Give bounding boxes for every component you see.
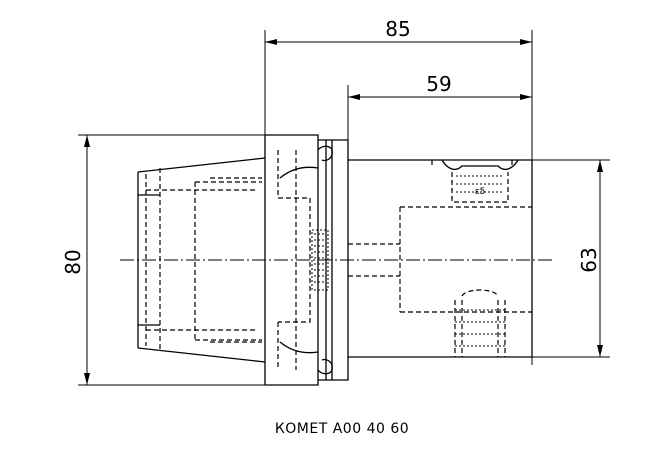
upper-screw: ε5 <box>441 159 519 203</box>
collar <box>265 134 349 386</box>
lower-threaded-hole <box>454 289 506 357</box>
dimension-shank-length: 59 <box>347 72 532 140</box>
dimension-overall-length: 85 <box>264 17 533 365</box>
dimension-label-59: 59 <box>426 72 451 96</box>
dimension-shank-diameter: 63 <box>505 159 610 358</box>
dimension-label-80: 80 <box>61 249 85 274</box>
dimension-label-63: 63 <box>577 247 601 272</box>
screw-marking-icon: ε5 <box>475 187 486 197</box>
dimension-body-diameter: 80 <box>61 134 265 386</box>
drawing-caption: КОМЕТ А00 40 60 <box>275 421 409 437</box>
front-cap <box>137 135 266 385</box>
dimension-label-85: 85 <box>385 17 410 41</box>
shank <box>348 159 533 358</box>
